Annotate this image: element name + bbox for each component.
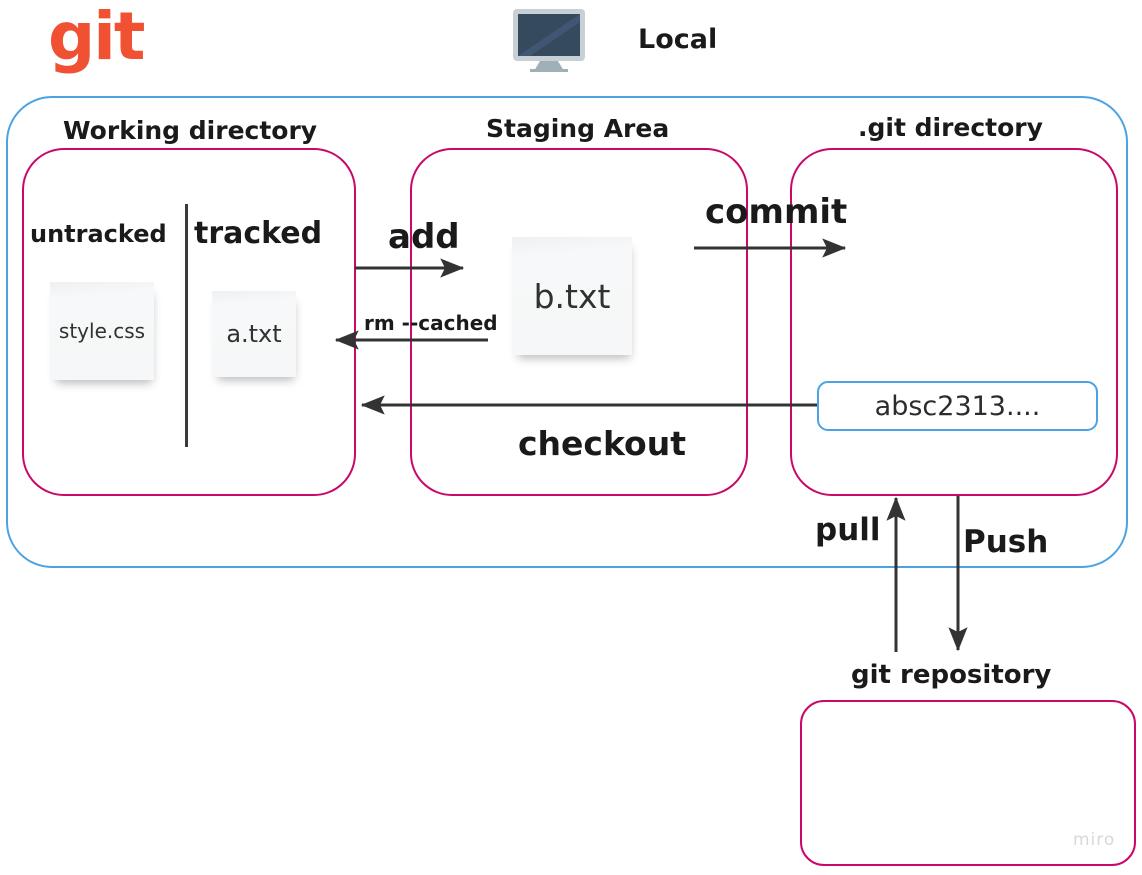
arrow-label-checkout: checkout: [518, 424, 686, 463]
arrow-label-commit: commit: [705, 192, 848, 232]
working-directory-title: Working directory: [63, 116, 318, 145]
arrow-label-add: add: [388, 217, 460, 257]
commit-hash-box[interactable]: absc2313....: [817, 381, 1098, 431]
tracked-untracked-divider: [185, 204, 188, 447]
tracked-label: tracked: [194, 216, 323, 251]
monitor-icon: [512, 8, 586, 72]
git-directory-box: [790, 148, 1118, 496]
file-note-b-txt[interactable]: b.txt: [512, 237, 632, 355]
git-repository-box: [800, 700, 1136, 866]
git-logo: git: [48, 0, 145, 75]
git-repository-title: git repository: [851, 660, 1052, 690]
arrow-label-push: Push: [963, 524, 1049, 560]
arrow-label-rm-cached: rm --cached: [364, 311, 498, 335]
staging-area-title: Staging Area: [486, 114, 670, 143]
arrow-label-pull: pull: [815, 512, 881, 548]
file-note-a-txt[interactable]: a.txt: [212, 291, 296, 377]
local-label: Local: [638, 24, 718, 55]
working-directory-box: [22, 148, 356, 496]
local-container: [6, 96, 1128, 568]
git-directory-title: .git directory: [858, 113, 1043, 142]
miro-watermark: miro: [1073, 830, 1116, 850]
untracked-label: untracked: [30, 220, 167, 248]
staging-area-box: [410, 148, 748, 496]
file-note-style-css[interactable]: style.css: [50, 282, 154, 380]
